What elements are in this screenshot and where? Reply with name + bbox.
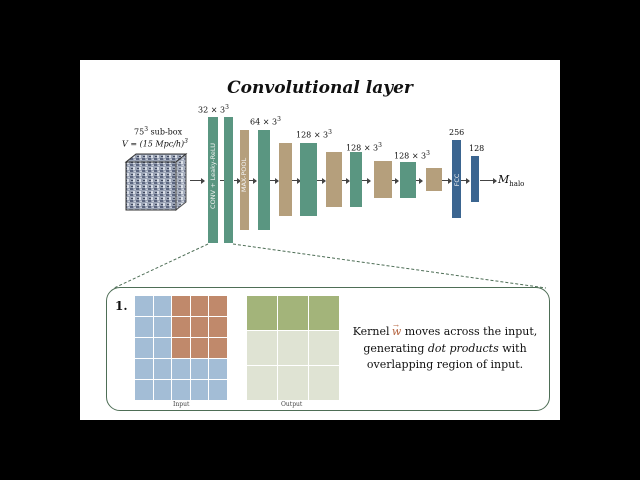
step-number: 1. [115,299,128,313]
input-cell [135,338,153,358]
kernel-cell [172,338,190,358]
panel-text-part1: Kernel [353,325,393,338]
input-cell [172,380,190,400]
input-cell [191,359,209,379]
output-cell [278,296,308,330]
input-cell [154,359,172,379]
output-cell [278,366,308,400]
input-cell [172,359,190,379]
kernel-cell [209,317,227,337]
input-cell [154,296,172,316]
input-grid [135,296,227,400]
kernel-cell [209,338,227,358]
output-cell [309,366,339,400]
kernel-cell [172,317,190,337]
slide: Convolutional layer 753 sub-box V = (15 … [80,60,560,420]
input-cell [154,338,172,358]
output-cell [278,331,308,365]
output-cell [309,296,339,330]
input-grid-label: Input [173,401,189,408]
input-cell [154,380,172,400]
input-cell [209,359,227,379]
output-cell [309,331,339,365]
convolution-step-panel: 1. Input Output Kernel →w moves across t… [106,287,550,411]
input-cell [209,380,227,400]
output-grid-label: Output [281,401,302,408]
kernel-cell [191,317,209,337]
kernel-cell [209,296,227,316]
kernel-vector-arrow: → [393,322,399,330]
output-cell [247,296,277,330]
kernel-cell [191,296,209,316]
input-cell [135,296,153,316]
output-cell [247,366,277,400]
output-cell [247,331,277,365]
input-cell [135,317,153,337]
input-cell [135,359,153,379]
input-cell [191,380,209,400]
panel-text-emphasis: dot products [428,342,499,355]
kernel-cell [172,296,190,316]
input-cell [135,380,153,400]
input-cell [154,317,172,337]
kernel-cell [191,338,209,358]
panel-description: Kernel →w moves across the input, genera… [345,324,545,373]
output-grid [247,296,339,400]
